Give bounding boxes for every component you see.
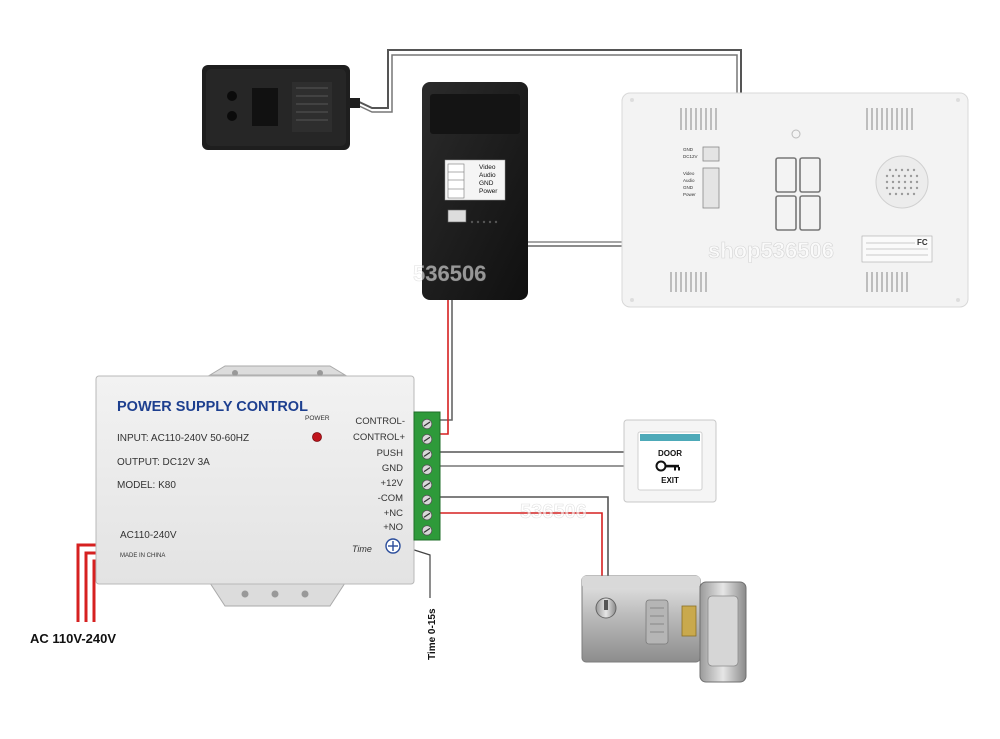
outdoor-label-video: Video <box>479 164 496 171</box>
terminal-label-no: +NO <box>383 522 403 533</box>
psu-title: POWER SUPPLY CONTROL <box>117 399 308 415</box>
terminal-screw-slot <box>423 467 431 473</box>
indoor-monitor: GND DC12V Video Audio GND Power FC <box>621 92 969 308</box>
terminal-label-nc: +NC <box>384 508 403 519</box>
psu-terminal-labels: CONTROL- CONTROL+ PUSH GND +12V -COM +NC… <box>353 416 405 533</box>
watermark-right: shop536506 <box>708 238 834 263</box>
wire-com-to-lock <box>440 496 609 578</box>
wire-ac-input-1 <box>76 543 96 622</box>
psu-time-label: Time <box>352 544 372 554</box>
terminal-label-gnd: GND <box>382 463 403 474</box>
wire-ac-input-2 <box>84 551 96 622</box>
outdoor-camera-unit: Video Audio GND Power <box>422 82 528 300</box>
terminal-screw-slot <box>423 512 431 518</box>
psu-model: MODEL: K80 <box>117 480 176 491</box>
exit-button-line2: EXIT <box>661 476 679 485</box>
terminal-screw-slot <box>423 482 431 488</box>
terminal-screw-slot <box>423 436 431 442</box>
monitor-port-label-gnd: GND <box>683 185 694 190</box>
exit-button[interactable]: DOOR EXIT <box>623 419 717 503</box>
terminal-screw-slot <box>423 421 431 427</box>
watermark-bottom: 536506 <box>520 501 587 523</box>
terminal-block <box>413 411 441 541</box>
time-pointer-line <box>407 547 431 598</box>
wire-ac-input-3 <box>92 559 96 622</box>
terminal-screws <box>421 418 433 536</box>
exit-button-line1: DOOR <box>658 449 682 458</box>
time-adjust-knob[interactable] <box>385 538 401 554</box>
monitor-port-label-gnd-top: GND <box>683 147 694 152</box>
psu-power-led-label: POWER <box>305 415 330 422</box>
watermark-left: 536506 <box>413 261 486 286</box>
power-led <box>312 432 322 442</box>
terminal-label-com: -COM <box>378 493 403 504</box>
psu-made-in: MADE IN CHINA <box>120 553 165 559</box>
monitor-port-label-power: Power <box>683 192 696 197</box>
outdoor-label-power: Power <box>479 188 498 195</box>
terminal-label-control-plus: CONTROL+ <box>353 432 405 443</box>
terminal-label-push: PUSH <box>377 448 404 459</box>
psu-input-spec: INPUT: AC110-240V 50-60HZ <box>117 433 249 444</box>
psu-ac-label: AC110-240V <box>120 530 177 541</box>
psu-output-spec: OUTPUT: DC12V 3A <box>117 457 210 468</box>
terminal-screw-slot <box>423 527 431 533</box>
terminal-screw-slot <box>423 451 431 457</box>
time-range-label: Time 0-15s <box>427 608 438 660</box>
terminal-label-12v: +12V <box>381 478 404 489</box>
electric-lock <box>581 575 747 683</box>
terminal-label-control-minus: CONTROL- <box>355 416 405 427</box>
monitor-label-fc: FC <box>917 238 928 247</box>
monitor-port-label-dc12v: DC12V <box>683 154 698 159</box>
outdoor-label-audio: Audio <box>479 172 496 179</box>
speaker-holes <box>885 168 919 196</box>
outdoor-label-gnd: GND <box>479 180 494 187</box>
ac-input-label: AC 110V-240V <box>30 631 116 646</box>
wire-no-to-lock <box>440 512 603 578</box>
monitor-port-label-video: Video <box>683 171 695 176</box>
key-icon <box>655 460 680 472</box>
power-adapter <box>202 65 360 150</box>
power-supply-control: POWER SUPPLY CONTROL INPUT: AC110-240V 5… <box>95 365 441 607</box>
monitor-port-label-audio: Audio <box>683 178 695 183</box>
terminal-screw-slot <box>423 497 431 503</box>
